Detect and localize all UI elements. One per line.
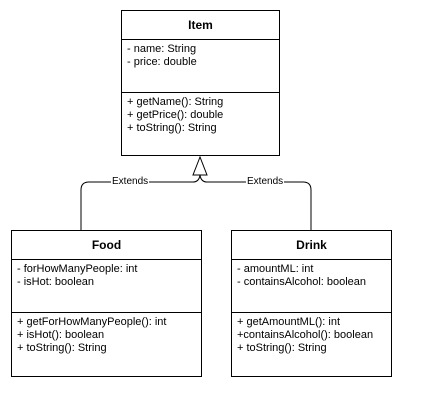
class-item-methods: + getName(): String + getPrice(): double…: [122, 93, 279, 135]
method-line: +containsAlcohol(): boolean: [237, 329, 374, 341]
food-extends-label: Extends: [111, 176, 150, 188]
class-drink-methods: + getAmountML(): int +containsAlcohol():…: [232, 313, 391, 355]
food-extends-item-edge: [80, 174, 201, 230]
class-drink-name: Drink: [232, 231, 391, 260]
method-line: + toString(): String: [237, 342, 327, 354]
class-food[interactable]: Food - forHowManyPeople: int - isHot: bo…: [11, 230, 202, 377]
attribute-line: - name: String: [127, 43, 197, 55]
method-line: + isHot(): boolean: [17, 329, 105, 341]
attribute-line: - forHowManyPeople: int: [17, 263, 138, 275]
class-food-methods: + getForHowManyPeople(): int + isHot(): …: [12, 313, 201, 355]
method-line: + getAmountML(): int: [237, 316, 341, 328]
method-line: + toString(): String: [17, 342, 107, 354]
class-food-name: Food: [12, 231, 201, 260]
class-item-attributes: - name: String - price: double: [122, 40, 279, 93]
method-line: + toString(): String: [127, 122, 217, 134]
class-item-name: Item: [122, 11, 279, 40]
method-line: + getPrice(): double: [127, 109, 224, 121]
drink-extends-label: Extends: [246, 176, 285, 188]
class-item[interactable]: Item - name: String - price: double + ge…: [121, 10, 280, 156]
attribute-line: - amountML: int: [237, 263, 314, 275]
class-drink-attributes: - amountML: int - containsAlcohol: boole…: [232, 260, 391, 313]
drink-extends-item-edge: [199, 174, 312, 230]
attribute-line: - containsAlcohol: boolean: [237, 276, 367, 288]
method-line: + getForHowManyPeople(): int: [17, 316, 167, 328]
inheritance-arrowhead-icon: [192, 155, 208, 176]
class-food-attributes: - forHowManyPeople: int - isHot: boolean: [12, 260, 201, 313]
attribute-line: - isHot: boolean: [17, 276, 95, 288]
method-line: + getName(): String: [127, 96, 224, 108]
attribute-line: - price: double: [127, 56, 197, 68]
class-drink[interactable]: Drink - amountML: int - containsAlcohol:…: [231, 230, 392, 377]
